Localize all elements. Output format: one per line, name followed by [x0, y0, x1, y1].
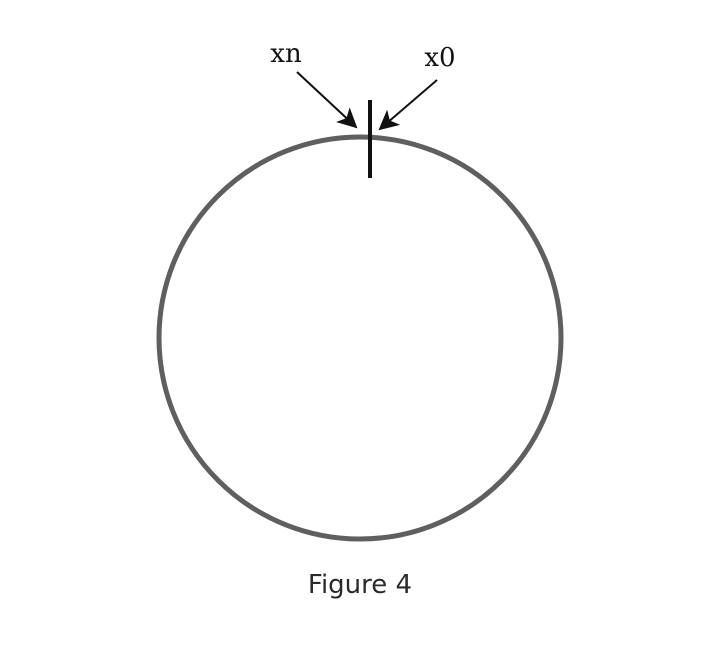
xn-label: xn [270, 39, 302, 69]
xn-arrow [296, 71, 358, 129]
x0-arrow [378, 79, 438, 131]
figure-caption: Figure 4 [307, 570, 413, 600]
main-circle [156, 134, 564, 542]
x0-label: x0 [424, 43, 455, 73]
